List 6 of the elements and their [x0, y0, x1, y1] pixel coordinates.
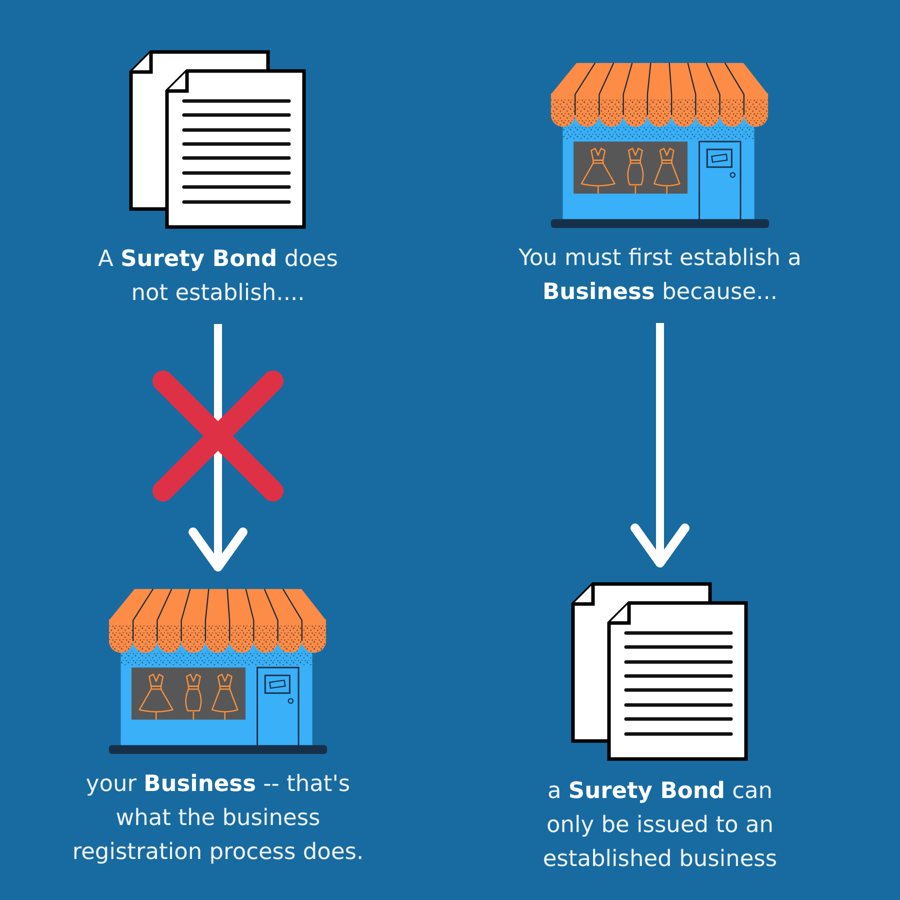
caption-text: a Surety Bond can only be issued to an established business: [542, 777, 778, 874]
caption-text: your Business -- that's what the business registration process does.: [71, 770, 365, 867]
arrow: [630, 323, 690, 568]
arrow: [188, 324, 248, 572]
caption-text: A Surety Bond does not establish....: [97, 245, 339, 308]
caption-text: You must first establish a Business because...: [518, 244, 802, 307]
